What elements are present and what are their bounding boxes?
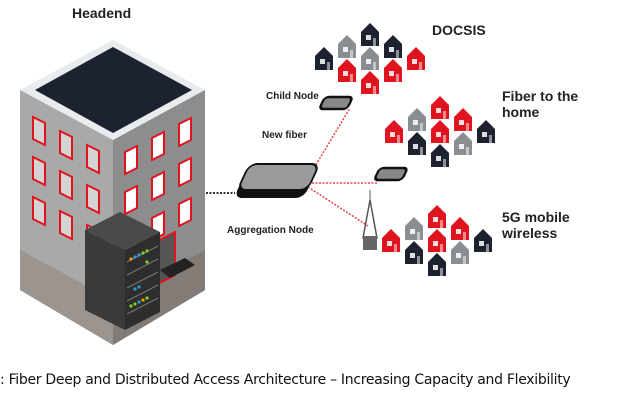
window (124, 184, 138, 216)
ftth-label-line2: home (502, 104, 540, 120)
house-icon (477, 120, 495, 143)
house-icon (428, 205, 446, 228)
5g-label-line2: wireless (502, 225, 558, 241)
5g-label: 5G mobile wireless (502, 209, 570, 241)
house-icon (428, 253, 446, 276)
house-icon (451, 217, 469, 240)
child-node-docsis (319, 95, 353, 111)
window (151, 130, 165, 162)
house-icon (408, 108, 426, 131)
new-fiber-label: New fiber (262, 130, 308, 141)
5g-label-line1: 5G mobile (502, 209, 570, 225)
window (59, 209, 73, 241)
window (32, 195, 46, 227)
house-icon (454, 108, 472, 131)
window (86, 143, 100, 175)
doormat (160, 258, 195, 278)
house-icon (428, 229, 446, 252)
house-icon (361, 23, 379, 46)
house-icon (431, 144, 449, 167)
cell-tower (362, 190, 378, 250)
headend-label: Headend (72, 5, 132, 21)
house-icon (315, 47, 333, 70)
house-icon (408, 132, 426, 155)
house-icon (451, 241, 469, 264)
house-icon (431, 96, 449, 119)
window (86, 183, 100, 215)
child-node-label: Child Node (266, 91, 319, 102)
house-icon (382, 229, 400, 252)
window (178, 196, 192, 228)
window (32, 155, 46, 187)
server-rack (85, 212, 160, 330)
child-node-ftth (374, 166, 408, 182)
window (124, 144, 138, 176)
house-icon (384, 59, 402, 82)
house-icon (361, 71, 379, 94)
window (178, 156, 192, 188)
window (59, 169, 73, 201)
fiber-to-tower (304, 184, 369, 227)
house-icon (361, 47, 379, 70)
house-icon (431, 120, 449, 143)
house-icon (384, 35, 402, 58)
window (178, 116, 192, 148)
house-icon (405, 241, 423, 264)
house-icon (474, 229, 492, 252)
aggregation-node-label: Aggregation Node (227, 225, 314, 236)
ftth-label: Fiber to the home (502, 88, 578, 120)
house-icon (454, 132, 472, 155)
headend-building (20, 40, 205, 345)
figure-caption: : Fiber Deep and Distributed Access Arch… (0, 372, 571, 388)
ftth-label-line1: Fiber to the (502, 88, 579, 104)
house-icon (405, 217, 423, 240)
window (32, 115, 46, 147)
docsis-label: DOCSIS (432, 22, 486, 38)
house-icon (407, 47, 425, 70)
house-icon (338, 35, 356, 58)
house-icon (338, 59, 356, 82)
aggregation-node (236, 163, 318, 198)
window (59, 129, 73, 161)
window (151, 170, 165, 202)
house-icon (385, 120, 403, 143)
